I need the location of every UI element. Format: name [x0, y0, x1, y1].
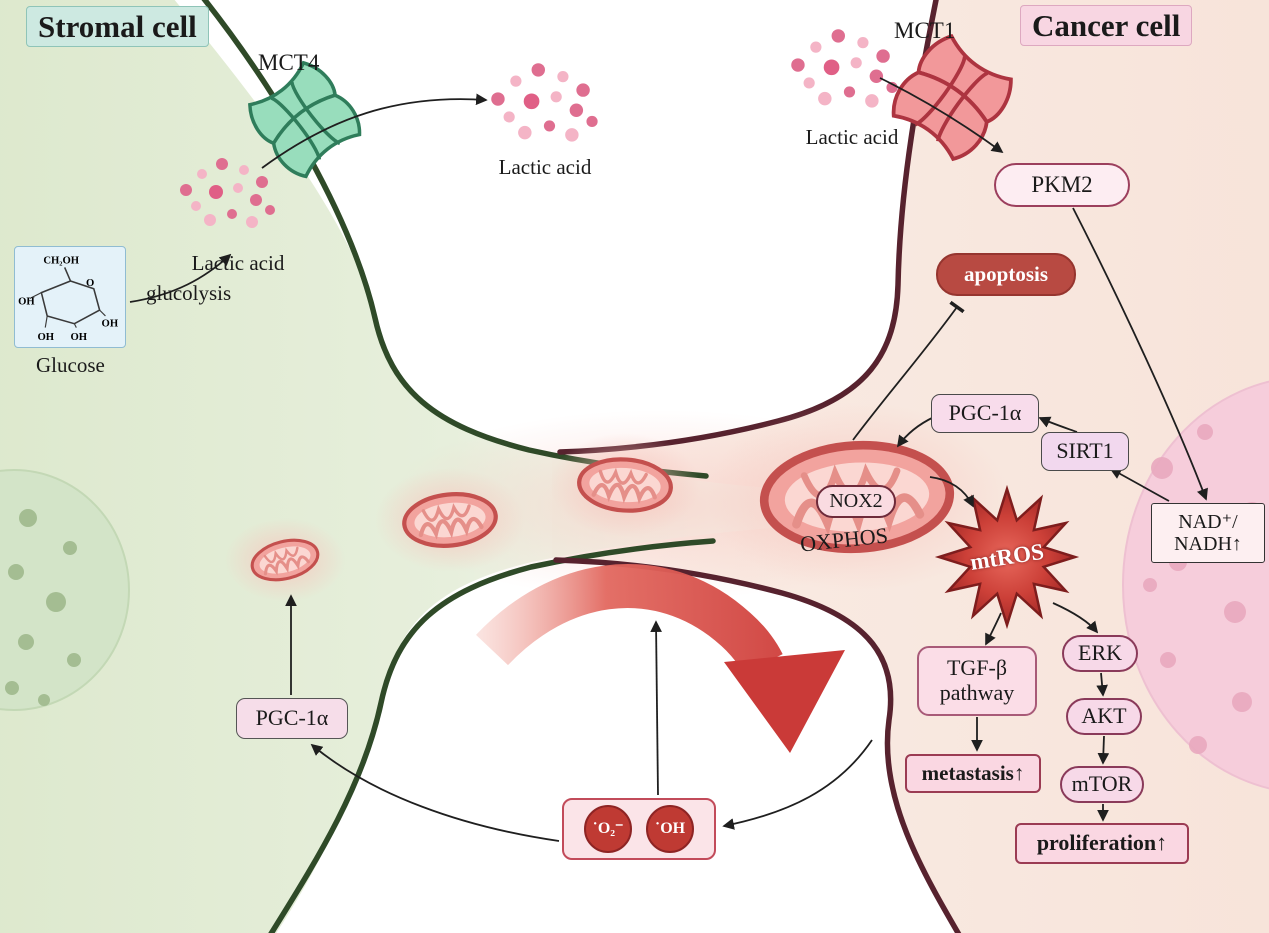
tgfb-label: TGF-β [946, 655, 1008, 681]
ros-radicals-box: ˙O₂⁻ ˙OH [562, 798, 716, 860]
akt-node: AKT [1066, 698, 1142, 735]
nox2-label: NOX2 [829, 490, 883, 513]
mct1-label: MCT1 [894, 18, 956, 43]
mtros-starburst [934, 484, 1080, 630]
pgc1a-stromal-label: PGC-1α [255, 705, 329, 731]
lactic-acid-dots-exported [491, 63, 598, 142]
hydroxyl-radical: ˙OH [646, 805, 694, 853]
arrow-nox2-to-mtros [929, 476, 974, 508]
mtor-label: mTOR [1071, 771, 1133, 797]
glucose-ch2oh-label: CH₂OH [43, 254, 79, 266]
glucose-oh-label: OH [70, 331, 87, 343]
superoxide-radical: ˙O₂⁻ [584, 805, 632, 853]
sirt1-label: SIRT1 [1056, 438, 1114, 464]
arrow-ros-export [722, 739, 873, 830]
superoxide-label: ˙O₂⁻ [592, 820, 624, 838]
tgfb-pathway-node: TGF-β pathway [917, 646, 1037, 716]
sirt1-node: SIRT1 [1041, 432, 1129, 471]
arrow-lactic-import [879, 77, 1004, 154]
arrow-akt-to-mtor [1097, 735, 1110, 765]
glucolysis-label: glucolysis [146, 281, 232, 305]
nadh-label: NADH↑ [1174, 533, 1242, 555]
pgc1a-cancer-label: PGC-1α [948, 400, 1022, 426]
glucose-ring: CH₂OH O OH OH OH OH [18, 254, 119, 343]
mct4-label: MCT4 [258, 50, 320, 75]
akt-label: AKT [1081, 703, 1127, 729]
lactic-acid-stromal-label: Lactic acid [191, 251, 285, 275]
nad-nadh-node: NAD⁺/ NADH↑ [1151, 503, 1265, 563]
arrow-lactic-export [261, 93, 488, 169]
pkm2-node: PKM2 [994, 163, 1130, 207]
arrow-mtros-to-erk [1052, 602, 1099, 634]
erk-node: ERK [1062, 635, 1138, 672]
nox2-node: NOX2 [816, 485, 896, 518]
apoptosis-label: apoptosis [963, 261, 1049, 286]
pgc1a-cancer-node: PGC-1α [931, 394, 1039, 433]
hydroxyl-label: ˙OH [654, 820, 686, 838]
arrow-pgc1a-to-mito [896, 416, 935, 448]
lactic-acid-cancer-label: Lactic acid [805, 125, 899, 149]
metastasis-node: metastasis↑ [905, 754, 1041, 793]
mtor-node: mTOR [1060, 766, 1144, 803]
pathway-label: pathway [939, 680, 1015, 705]
pgc1a-stromal-node: PGC-1α [236, 698, 348, 739]
lactic-acid-dots-cancer [791, 29, 898, 108]
glucose-oh-label: OH [101, 317, 118, 329]
metastasis-label: metastasis↑ [921, 760, 1025, 785]
pathway-arrows [129, 77, 1208, 842]
arrow-glycolysis [129, 253, 232, 303]
arrow-ros-to-pgc1a-left [310, 743, 560, 842]
apoptosis-node: apoptosis [936, 253, 1076, 296]
glucose-ring-o-label: O [86, 276, 94, 288]
neighbour-stromal-blob [0, 469, 130, 711]
arrow-nad-to-sirt1 [1109, 468, 1170, 502]
mitochondria-transfer-arrow [476, 564, 845, 753]
arrow-sirt1-to-pgc1a [1038, 416, 1078, 433]
lactic-acid-exported-label: Lactic acid [498, 155, 592, 179]
arrow-inhibit-apoptosis [852, 300, 965, 441]
proliferation-label: proliferation↑ [1036, 830, 1168, 856]
stromal-cell-title: Stromal cell [26, 6, 209, 48]
glucose-label: Glucose [36, 353, 105, 377]
cancer-cell-title: Cancer cell [1020, 5, 1193, 47]
glucose-oh-label: OH [37, 331, 54, 343]
nad-label: NAD⁺/ [1178, 510, 1238, 533]
glucose-oh-label: OH [18, 295, 35, 307]
arrow-ros-up [650, 620, 662, 796]
arrow-pkm2-nad [1072, 207, 1208, 501]
arrow-erk-to-akt [1096, 672, 1108, 697]
pkm2-label: PKM2 [1031, 172, 1093, 198]
arrow-mtros-to-tgfb [985, 612, 1002, 646]
erk-label: ERK [1078, 640, 1122, 666]
proliferation-node: proliferation↑ [1015, 823, 1189, 864]
glucose-structure: CH₂OH O OH OH OH OH [14, 246, 126, 348]
